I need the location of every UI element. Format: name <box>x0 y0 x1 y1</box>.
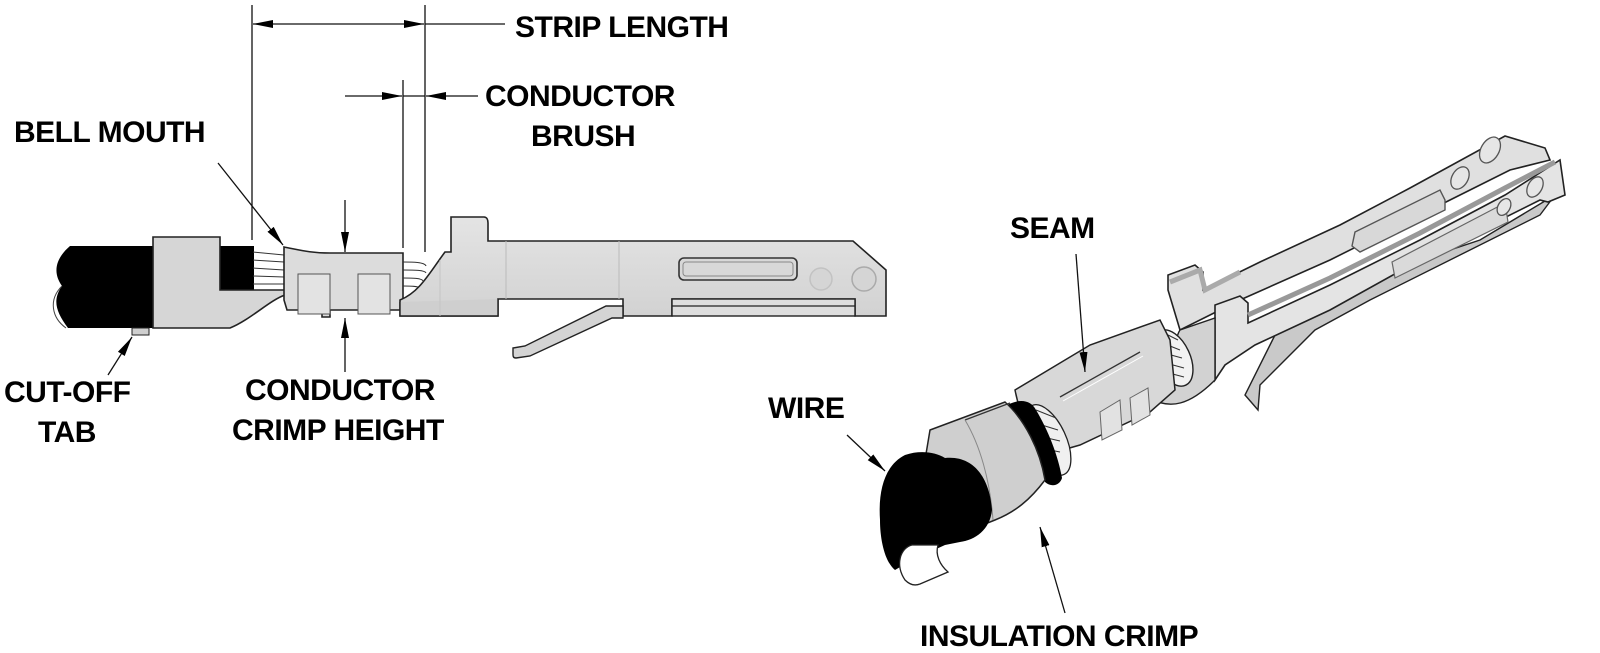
seam-leader <box>1075 253 1088 373</box>
bell-mouth-label: BELL MOUTH <box>14 116 205 149</box>
conductor-brush-label-line2: BRUSH <box>531 120 635 153</box>
iso-insulation-ring <box>1000 401 1062 486</box>
side-view: STRIP LENGTH CONDUCTOR BRUSH BELL MOUTH … <box>4 5 887 449</box>
iso-wire-conductor-end <box>899 544 950 586</box>
cut-off-tab-label-line2: TAB <box>38 416 96 449</box>
iso-hole-2 <box>1450 166 1470 190</box>
iso-hole-3 <box>1526 176 1544 198</box>
iso-lower-rail <box>1214 158 1566 383</box>
cut-off-tab-leader <box>107 336 133 376</box>
insulation-end <box>218 246 254 290</box>
iso-seam-line <box>1059 351 1141 398</box>
contact-window <box>678 257 798 281</box>
wire-insulation <box>52 246 254 329</box>
dimple-2 <box>851 266 877 292</box>
crimp-height-label-line2: CRIMP HEIGHT <box>232 414 444 447</box>
wire-label: WIRE <box>768 392 844 425</box>
iso-view: SEAM WIRE INSULATION CRIMP <box>768 135 1566 653</box>
strip-length-label: STRIP LENGTH <box>515 11 728 44</box>
strip-length-dimension <box>251 5 505 252</box>
bell-mouth-leader <box>217 162 284 246</box>
iso-hole-4 <box>1496 197 1512 217</box>
cut-off-tab-label-line1: CUT-OFF <box>4 376 131 409</box>
conductor-brush-dimension <box>345 80 478 248</box>
conductor-brush-label-line1: CONDUCTOR <box>485 80 676 113</box>
insulation-crimp-leader <box>1039 526 1066 614</box>
cut-off-tab <box>131 327 150 336</box>
dimple-1 <box>809 267 833 291</box>
conductor-strands-rear <box>252 251 285 285</box>
iso-window-1 <box>1351 189 1446 253</box>
iso-hole-1 <box>1478 136 1502 164</box>
iso-wire-insulation <box>879 452 992 570</box>
insulation-crimp-label: INSULATION CRIMP <box>920 620 1198 653</box>
wire-leader <box>846 434 886 472</box>
locking-lance <box>512 305 624 359</box>
iso-window-2 <box>1391 202 1509 279</box>
insulation-barrel <box>152 236 286 329</box>
seam-label: SEAM <box>1010 212 1095 245</box>
crimp-height-label-line1: CONDUCTOR <box>245 374 436 407</box>
